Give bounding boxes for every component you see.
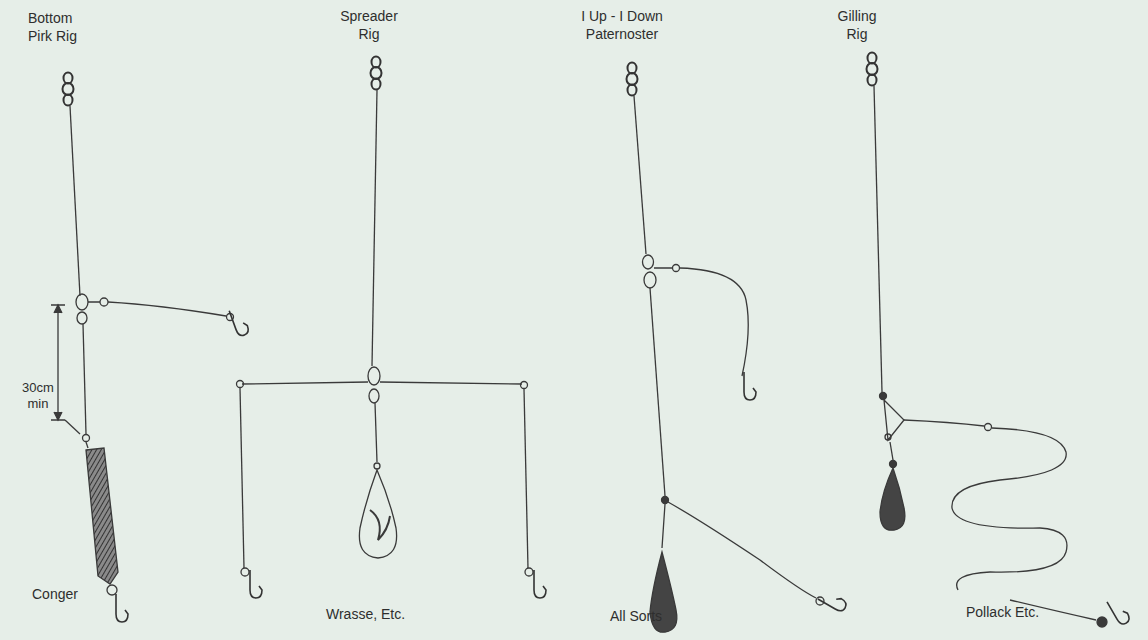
rig-title: I Up - I Down Paternoster bbox=[566, 8, 678, 43]
rig-title: Bottom Pirk Rig bbox=[28, 10, 94, 45]
species-label: All Sorts bbox=[610, 608, 700, 626]
rig-title: Gilling Rig bbox=[826, 8, 888, 43]
species-label: Conger bbox=[32, 586, 102, 604]
species-label: Pollack Etc. bbox=[966, 604, 1074, 622]
species-label: Wrasse, Etc. bbox=[326, 606, 436, 624]
dimension-label: 30cm min bbox=[18, 380, 58, 413]
rig-title: Spreader Rig bbox=[330, 8, 408, 43]
